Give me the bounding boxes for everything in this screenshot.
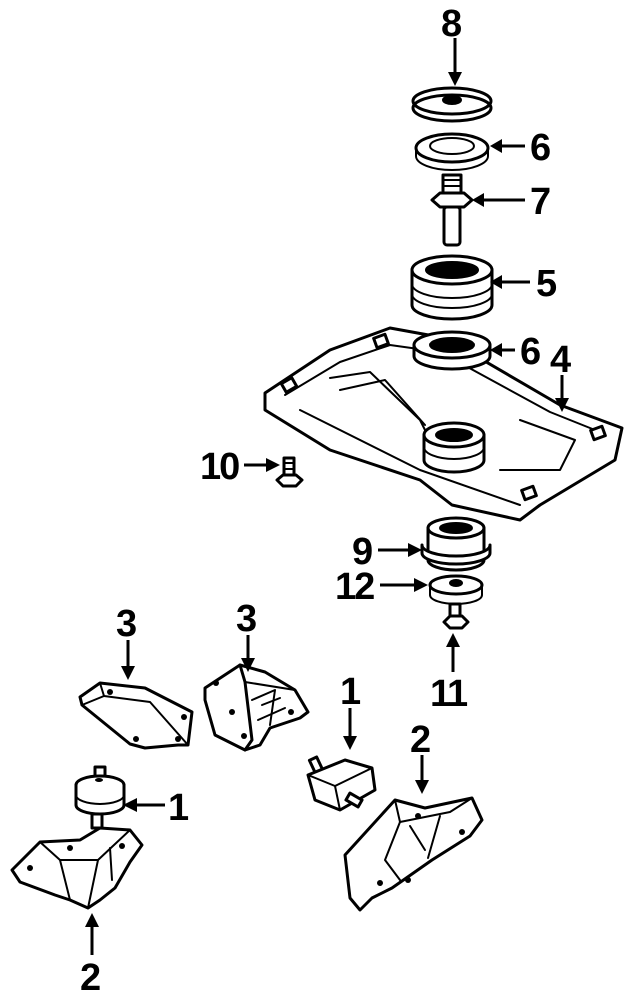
callout-3-left: 3 [116, 603, 136, 645]
bracket-part-3-left [78, 681, 194, 750]
callout-arrows [85, 38, 569, 955]
callout-7: 7 [530, 181, 550, 223]
nut-part-11 [442, 602, 470, 630]
callout-11: 11 [430, 673, 468, 715]
washer-part-8 [411, 86, 493, 123]
insulator-part-6-mid [412, 330, 492, 371]
callout-4: 4 [550, 339, 571, 381]
callout-3-right: 3 [236, 598, 256, 640]
callout-9: 9 [352, 531, 372, 573]
bracket-part-2-right [343, 796, 484, 912]
callout-6-mid: 6 [520, 331, 540, 373]
callout-2-right: 2 [410, 719, 430, 761]
stud-part-7 [430, 173, 474, 247]
callout-5: 5 [536, 263, 557, 305]
callout-6-top: 6 [530, 127, 550, 169]
crossmember-part-4 [263, 326, 624, 522]
callout-10: 10 [200, 446, 239, 488]
callout-8: 8 [441, 3, 461, 45]
callout-2-left: 2 [80, 957, 100, 999]
bracket-part-2-left [10, 826, 144, 910]
mount-part-1-right [306, 755, 377, 812]
callout-1-right: 1 [340, 671, 361, 713]
bushing-part-5 [410, 254, 494, 321]
insulator-part-6-top [414, 132, 490, 171]
bushing-part-9 [420, 516, 492, 572]
mount-part-1-left [74, 765, 126, 830]
washer-part-12 [428, 574, 484, 605]
callout-12: 12 [335, 566, 374, 608]
bolt-part-10 [275, 456, 304, 488]
bracket-part-3-right [203, 663, 310, 752]
callout-1-left: 1 [168, 787, 189, 829]
